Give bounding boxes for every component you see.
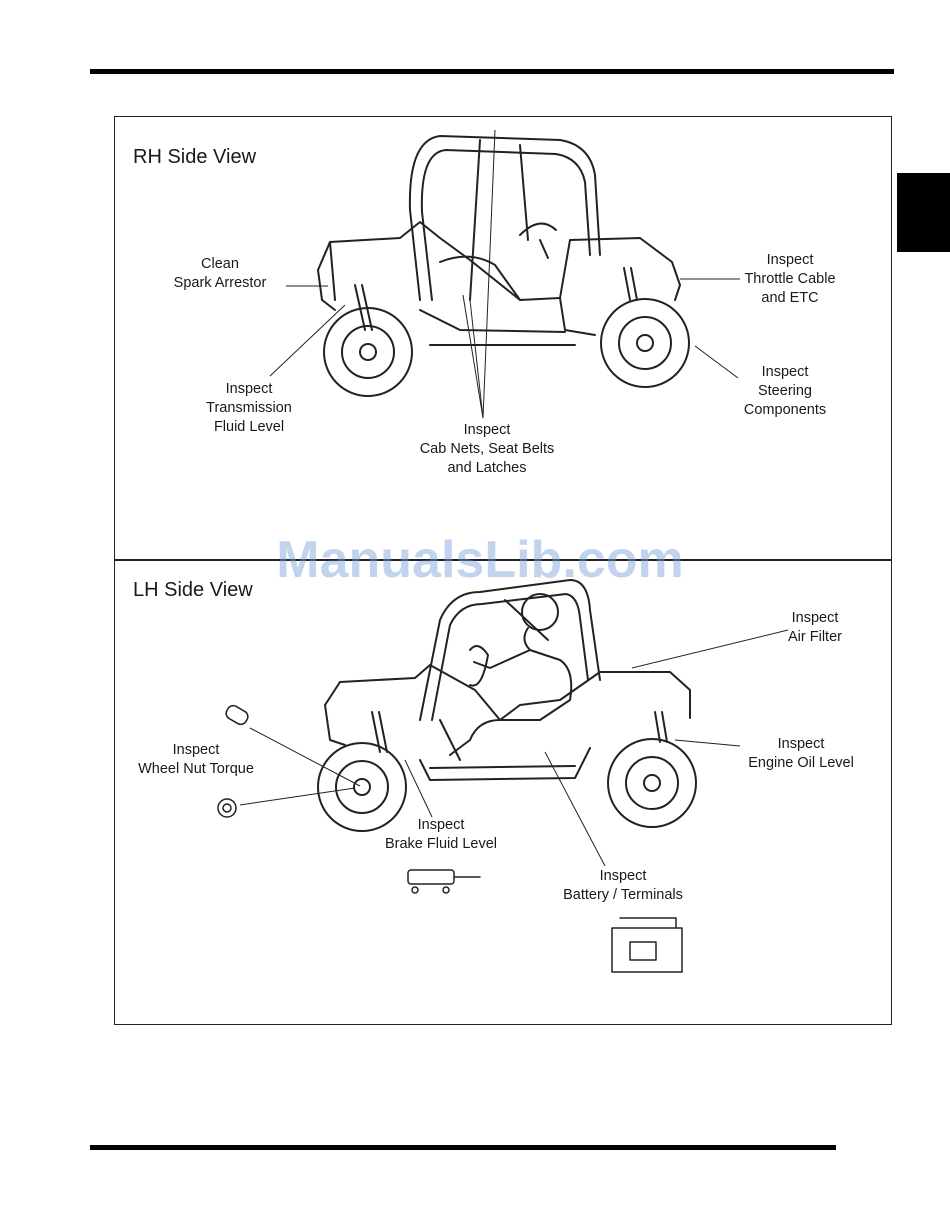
callout-line: Inspect	[766, 252, 814, 268]
rh-vehicle-drawing	[317, 135, 690, 397]
callout-line: Fluid Level	[213, 419, 285, 435]
callout-wheel-nut: Inspect Wheel Nut Torque	[126, 741, 266, 779]
callout-line: Engine Oil Level	[748, 755, 854, 771]
callout-line: Throttle Cable	[744, 271, 836, 287]
callout-transmission: Inspect Transmission Fluid Level	[198, 380, 300, 437]
callout-air-filter: Inspect Air Filter	[770, 609, 860, 647]
lh-side-view-title: LH Side View	[133, 579, 253, 601]
callout-line: Inspect	[761, 364, 809, 380]
callout-spark-arrestor: Clean Spark Arrestor	[168, 255, 272, 293]
section-tab-marker	[897, 173, 950, 252]
callout-line: Inspect	[791, 610, 839, 626]
callout-line: Inspect	[463, 422, 511, 438]
callout-line: Components	[743, 402, 827, 418]
callout-line: Cab Nets, Seat Belts	[419, 441, 555, 457]
callout-line: Inspect	[417, 817, 465, 833]
callout-line: Transmission	[206, 400, 292, 416]
callout-line: Inspect	[225, 381, 273, 397]
callout-line: and ETC	[761, 290, 819, 306]
callout-line: Brake Fluid Level	[384, 836, 498, 852]
callout-line: Battery / Terminals	[563, 887, 683, 903]
callout-steering: Inspect Steering Components	[735, 363, 835, 420]
bottom-rule	[90, 1145, 836, 1150]
callout-line: Steering	[757, 383, 812, 399]
leader-lines	[239, 129, 789, 867]
callout-battery: Inspect Battery / Terminals	[554, 867, 692, 905]
callout-line: Inspect	[599, 868, 647, 884]
figure-divider	[114, 559, 892, 561]
callout-line: and Latches	[447, 460, 527, 476]
watermark: ManualsLib.com	[276, 531, 684, 589]
callout-brake-fluid: Inspect Brake Fluid Level	[375, 816, 507, 854]
callout-line: Wheel Nut Torque	[138, 761, 254, 777]
figure-frame	[114, 116, 892, 1025]
callout-line: Inspect	[777, 736, 825, 752]
lh-vehicle-drawing	[317, 579, 697, 832]
callout-throttle-cable: Inspect Throttle Cable and ETC	[738, 251, 842, 308]
callout-engine-oil: Inspect Engine Oil Level	[740, 735, 862, 773]
part-icons	[217, 704, 683, 973]
callout-cab-nets: Inspect Cab Nets, Seat Belts and Latches	[412, 421, 562, 478]
callout-line: Clean	[201, 256, 239, 272]
rh-side-view-title: RH Side View	[133, 146, 257, 168]
callout-line: Spark Arrestor	[173, 275, 267, 291]
callout-line: Air Filter	[788, 629, 842, 645]
callout-line: Inspect	[172, 742, 220, 758]
top-rule	[90, 69, 894, 74]
